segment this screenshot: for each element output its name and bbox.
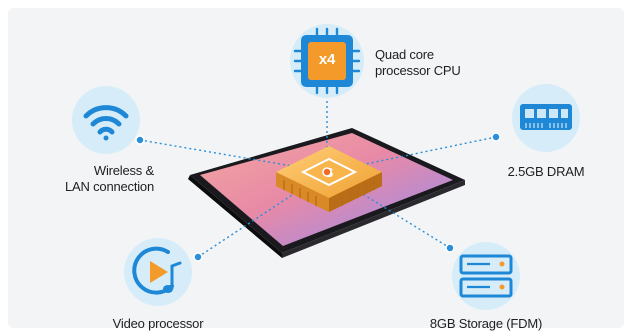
cpu-chip-icon [293, 27, 361, 95]
cpu-label-line2: processor CPU [375, 63, 461, 78]
ram-module-icon [520, 104, 572, 130]
storage-label: 8GB Storage (FDM) [429, 316, 543, 331]
wireless-label-line1: Wireless & [93, 163, 154, 178]
dram-icon-group [512, 84, 580, 152]
dram-label: 2.5GB DRAM [507, 164, 585, 179]
line-wireless [139, 139, 328, 173]
wifi-icon [83, 105, 129, 141]
server-storage-icon [459, 254, 513, 298]
wireless-icon-group [72, 86, 140, 154]
wireless-label-line2: LAN connection [65, 179, 154, 194]
line-video [197, 171, 328, 258]
line-dram [326, 136, 497, 173]
storage-icon-group [452, 242, 520, 310]
video-label: Video processor [112, 316, 204, 331]
video-icon-group [124, 238, 192, 306]
cpu-icon-group [290, 24, 364, 98]
cpu-chip-text: x4 [318, 51, 336, 68]
cpu-label-line1: Quad core [375, 47, 434, 62]
video-play-icon [132, 246, 182, 295]
